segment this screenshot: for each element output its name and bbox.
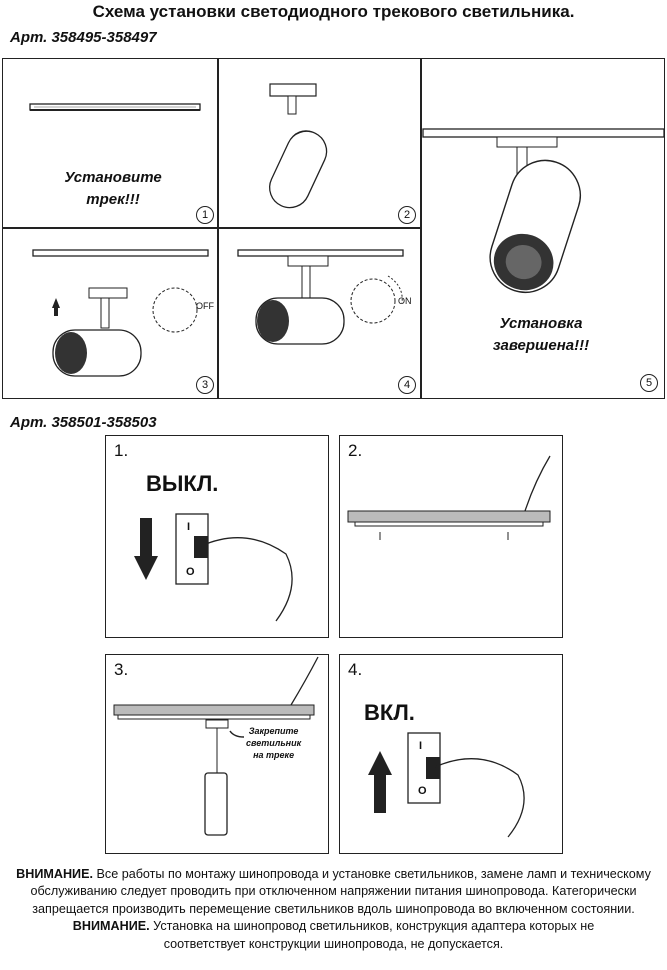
warning-paragraph-2: ВНИМАНИЕ. Установка на шинопровод светил… — [0, 918, 667, 953]
step-number: 4. — [348, 660, 363, 679]
warning-label: ВНИМАНИЕ. — [72, 919, 150, 934]
switch-off-mark: O — [186, 566, 195, 578]
warning-text: Все работы по монтажу шинопровода и уста… — [30, 867, 651, 916]
installed-luminaire-illustration — [422, 128, 665, 293]
warning-notice: ВНИМАНИЕ. Все работы по монтажу шинопров… — [0, 866, 667, 953]
wall-switch-on-illustration — [368, 732, 525, 838]
step-panel-2: 2 — [217, 58, 422, 229]
page-title: Схема установки светодиодного трекового … — [92, 2, 575, 21]
track-illustration — [29, 103, 201, 111]
pendant-mount-illustration — [113, 656, 319, 836]
luminaire-lock-illustration — [237, 249, 404, 345]
switch-off-mark: O — [418, 785, 427, 797]
warning-text: Установка на шинопровод светильников, ко… — [149, 919, 595, 951]
switch-on-label: ON — [398, 296, 412, 306]
switch-on-caption: ВКЛ. — [364, 700, 415, 725]
step-number: 1. — [114, 441, 129, 460]
step-number: 2. — [348, 441, 363, 460]
step-number: 3. — [114, 660, 129, 679]
switch-on-mark: I — [419, 740, 423, 752]
warning-paragraph-1: ВНИМАНИЕ. Все работы по монтажу шинопров… — [0, 866, 667, 918]
step-number-badge: 2 — [398, 206, 416, 224]
switch-off-caption: ВЫКЛ. — [146, 471, 219, 496]
mount-note: Закрепите светильник на треке — [246, 726, 302, 760]
step2-panel-1: 1. ВЫКЛ. I O — [105, 435, 329, 638]
step-1-instruction: Установите трек!!! — [64, 169, 162, 208]
step-number-badge: 5 — [640, 374, 658, 392]
step-5-instruction: Установка завершена!!! — [492, 315, 590, 354]
step-panel-1: Установите трек!!! 1 — [2, 58, 219, 229]
article-number-1: Арт. 358495-358497 — [10, 29, 157, 46]
article-number-2: Арт. 358501-358503 — [10, 414, 157, 431]
luminaire-mount-illustration — [32, 249, 209, 377]
step-number-badge: 4 — [398, 376, 416, 394]
step-number-badge: 1 — [196, 206, 214, 224]
track-mounting-illustration — [347, 455, 551, 540]
warning-label: ВНИМАНИЕ. — [16, 867, 93, 881]
step2-panel-4: 4. ВКЛ. I O — [339, 654, 563, 854]
switch-off-label: OFF — [196, 301, 214, 311]
step2-panel-2: 2. — [339, 435, 563, 638]
luminaire-illustration — [269, 83, 328, 209]
step-panel-5: Установка завершена!!! 5 — [420, 58, 665, 399]
step-number-badge: 3 — [196, 376, 214, 394]
switch-on-mark: I — [187, 521, 191, 533]
step-panel-3: OFF 3 — [2, 227, 219, 399]
step2-panel-3: 3. Закрепите светильник на треке — [105, 654, 329, 854]
wall-switch-off-illustration — [134, 513, 293, 622]
step-panel-4: ON 4 — [217, 227, 422, 399]
